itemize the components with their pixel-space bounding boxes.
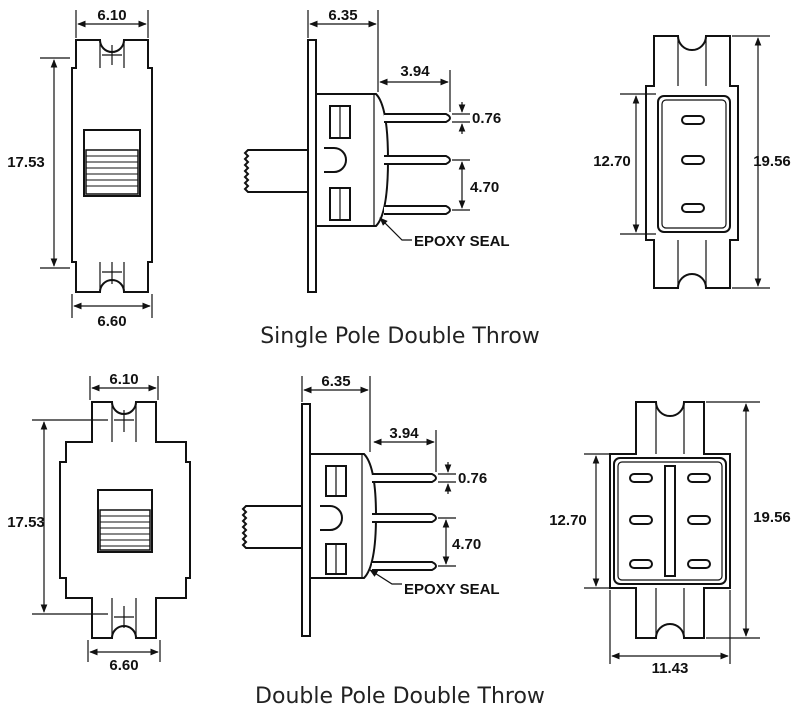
dpdt-back-body	[609, 401, 731, 639]
dpdt-actuator-slider	[99, 509, 151, 551]
dpdt-front-top-width: 6.10	[109, 371, 138, 388]
dpdt-side-pin-offset: 3.94	[389, 425, 419, 442]
spdt-front-height: 17.53	[7, 154, 45, 171]
spdt-side-view: 6.35 3.94 0.76 4.70 EPOXY SEAL	[243, 7, 510, 293]
spdt-back-body	[645, 35, 739, 289]
spdt-side-pins	[384, 113, 451, 215]
spdt-back-terminals	[681, 115, 705, 213]
spdt-side-pin-offset: 3.94	[400, 63, 430, 80]
spdt-side-flange	[307, 39, 317, 293]
dpdt-back-view: 12.70 19.56 11.43	[549, 401, 791, 677]
dpdt-side-lever	[241, 505, 302, 549]
spdt-actuator-window	[83, 129, 141, 197]
spdt-back-terminal-block	[657, 95, 731, 233]
dpdt-side-body	[309, 453, 378, 579]
spdt-back-inner-height: 12.70	[593, 153, 631, 170]
dpdt-actuator-window	[97, 489, 153, 553]
spdt-side-body	[315, 93, 390, 227]
spdt-actuator-slider	[85, 149, 139, 195]
dpdt-back-terminals	[629, 473, 711, 569]
dpdt-epoxy-seal-label: EPOXY SEAL	[404, 581, 500, 598]
dpdt-back-inner-height: 12.70	[549, 512, 587, 529]
dpdt-side-flange	[301, 403, 311, 637]
double-pole-caption: Double Pole Double Throw	[255, 684, 545, 709]
spdt-front-bottom-width: 6.60	[97, 313, 126, 330]
spdt-side-pin-pitch: 4.70	[470, 179, 499, 196]
spdt-epoxy-seal-label: EPOXY SEAL	[414, 233, 510, 250]
dpdt-side-pin-pitch: 4.70	[452, 536, 481, 553]
dpdt-front-height: 17.53	[7, 514, 45, 531]
spdt-back-outer-height: 19.56	[753, 153, 791, 170]
dpdt-front-bottom-width: 6.60	[109, 657, 138, 674]
dpdt-back-divider	[664, 465, 676, 577]
spdt-front-top-width: 6.10	[97, 7, 126, 24]
dpdt-back-terminal-block	[613, 457, 727, 585]
spdt-back-view: 12.70 19.56	[593, 35, 791, 289]
spdt-side-lever	[243, 149, 308, 193]
dpdt-side-pins	[372, 473, 437, 571]
dpdt-back-outer-height: 19.56	[753, 509, 791, 526]
dpdt-side-view: 6.35 3.94 0.76 4.70 EPOXY SEAL	[241, 373, 500, 637]
dpdt-side-pin-thickness: 0.76	[458, 470, 487, 487]
dpdt-back-width: 11.43	[652, 660, 689, 677]
single-pole-caption: Single Pole Double Throw	[260, 324, 540, 349]
dpdt-front-view: 6.10 17.53 6.60	[7, 371, 191, 674]
spdt-side-depth: 6.35	[328, 7, 357, 24]
dpdt-side-depth: 6.35	[321, 373, 350, 390]
spdt-side-pin-thickness: 0.76	[472, 110, 501, 127]
spdt-front-view: 6.10 17.53 6.60	[7, 7, 153, 330]
